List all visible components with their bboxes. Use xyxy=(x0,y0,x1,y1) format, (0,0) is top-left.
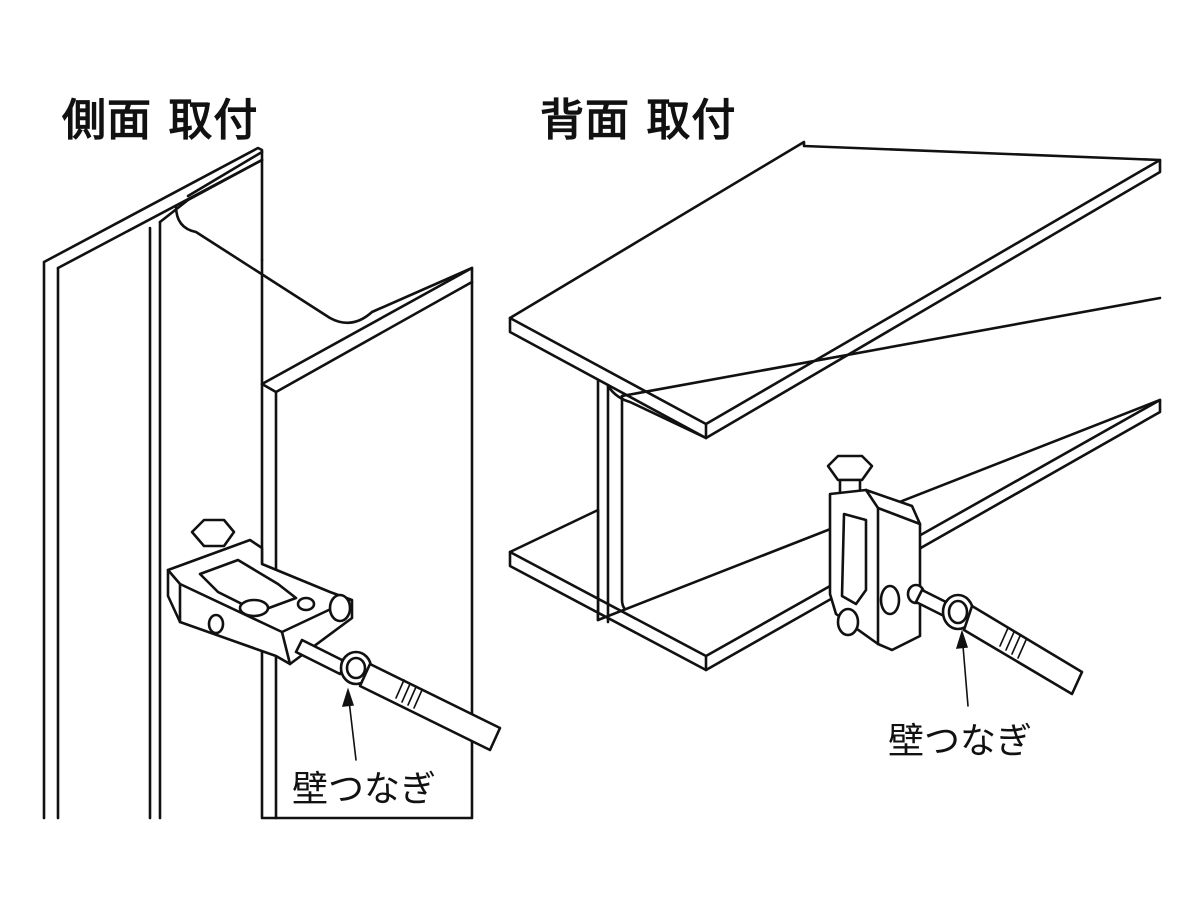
side-mount-wall-tie xyxy=(294,638,502,752)
side-mount-title: 側面 取付 xyxy=(62,95,259,146)
side-mount-h-beam xyxy=(42,146,474,820)
side-mount-wall-tie-label: 壁つなぎ xyxy=(292,769,437,810)
back-mount-wall-tie xyxy=(906,583,1084,696)
back-mount-title: 背面 取付 xyxy=(540,95,737,146)
back-mount-wall-tie-label: 壁つなぎ xyxy=(888,721,1033,762)
side-mount-clamp xyxy=(166,518,354,666)
back-mount-callout-arrow xyxy=(955,629,969,707)
back-mount-clamp xyxy=(826,454,922,652)
side-mount-callout-arrow xyxy=(341,687,357,761)
